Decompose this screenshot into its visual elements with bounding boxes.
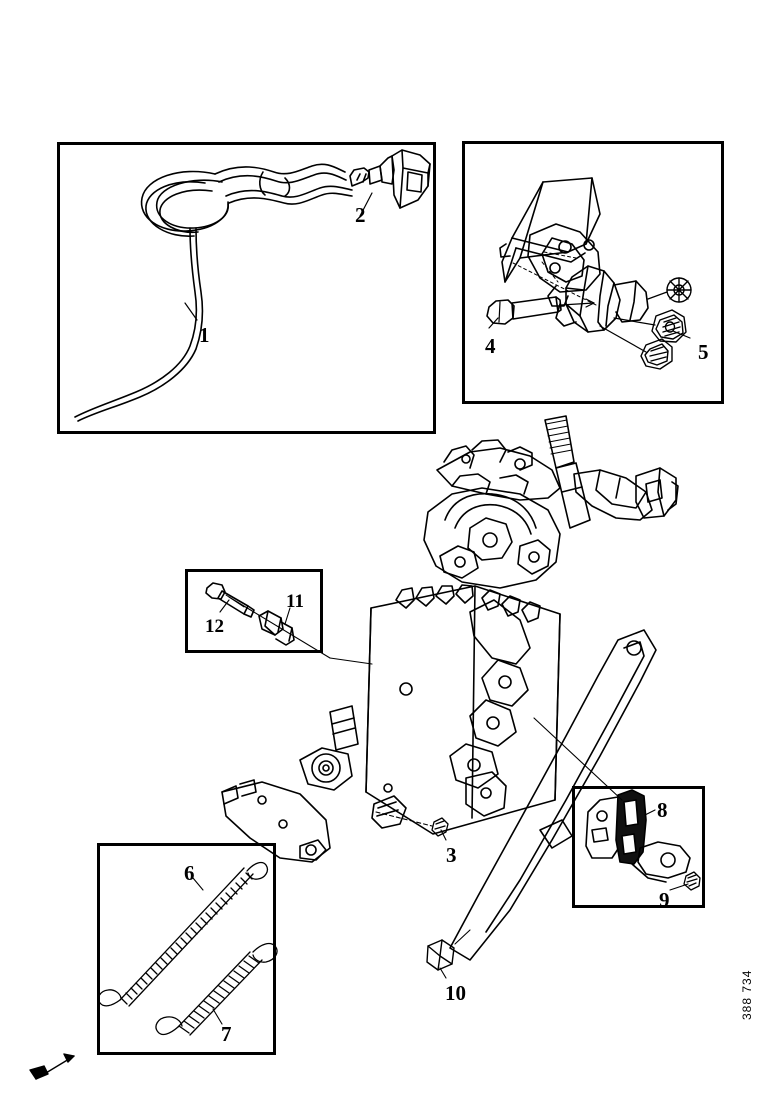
- callout-7: 7: [221, 1022, 232, 1046]
- latch-bracket-panel: [572, 786, 705, 908]
- callout-10: 10: [445, 981, 466, 1005]
- callout-5: 5: [698, 340, 709, 364]
- callout-4: 4: [485, 334, 496, 358]
- part-number: 388 734: [740, 969, 754, 1020]
- callout-9: 9: [659, 888, 670, 912]
- springs-panel: [97, 843, 276, 1055]
- forward-arrow-art: [29, 1053, 75, 1080]
- callout-1: 1: [199, 323, 210, 347]
- callout-11: 11: [286, 591, 304, 612]
- callout-8: 8: [657, 798, 668, 822]
- callout-12: 12: [205, 616, 224, 637]
- bolt-bushing-panel: [185, 569, 323, 653]
- callout-6: 6: [184, 861, 195, 885]
- callout-2: 2: [355, 203, 366, 227]
- callout-3: 3: [446, 843, 457, 867]
- cable-harness-panel: [57, 142, 436, 434]
- actuator-panel: [462, 141, 724, 404]
